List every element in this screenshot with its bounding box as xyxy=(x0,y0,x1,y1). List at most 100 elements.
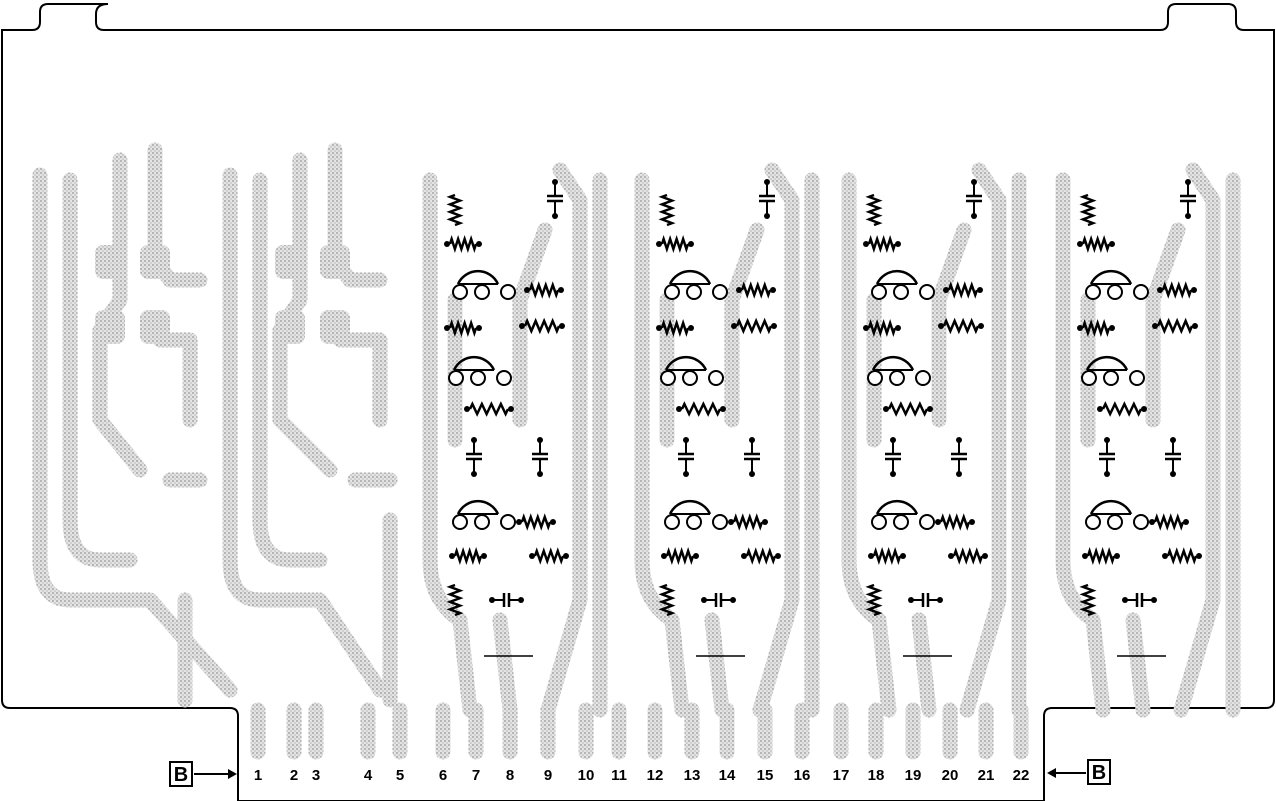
solder-pad xyxy=(524,287,530,293)
trace xyxy=(752,162,800,718)
resistor-symbol xyxy=(1156,317,1194,335)
solder-pad xyxy=(1152,323,1158,329)
solder-pad xyxy=(508,406,514,412)
solder-pad xyxy=(471,437,477,443)
transistor-pad xyxy=(712,514,728,530)
solder-pad xyxy=(444,325,450,331)
transistor-pad xyxy=(1081,370,1097,386)
solder-pad xyxy=(935,519,941,525)
transistor-outline xyxy=(668,269,712,285)
solder-pad xyxy=(464,406,470,412)
trace xyxy=(724,222,765,428)
connector-pin-12: 12 xyxy=(647,767,664,784)
solder-pad xyxy=(977,287,983,293)
solder-pad xyxy=(937,597,943,603)
transistor-pad xyxy=(470,370,486,386)
resistor-symbol xyxy=(1166,547,1198,565)
connector-marker-right-text: B xyxy=(1092,762,1106,784)
solder-pad xyxy=(969,519,975,525)
trace xyxy=(931,222,972,428)
pad xyxy=(275,245,305,279)
solder-pad xyxy=(741,553,747,559)
transistor-pad xyxy=(1107,514,1123,530)
solder-pad xyxy=(1077,325,1083,331)
connector-pin-18: 18 xyxy=(868,767,885,784)
transistor-pad xyxy=(867,370,883,386)
resistor-symbol xyxy=(453,546,483,566)
solder-pad xyxy=(720,406,726,412)
solder-pad xyxy=(775,553,781,559)
trace xyxy=(252,172,328,568)
connector-pin-15: 15 xyxy=(757,767,774,784)
resistor-symbol xyxy=(867,318,897,338)
trace xyxy=(1173,162,1221,718)
transistor-pad xyxy=(500,284,516,300)
resistor-symbol xyxy=(735,317,773,335)
transistor-pad xyxy=(893,284,909,300)
connector-pin-16: 16 xyxy=(794,767,811,784)
connector-marker-right xyxy=(1087,759,1111,785)
solder-pad xyxy=(688,325,694,331)
pad xyxy=(95,310,125,344)
pad xyxy=(275,310,305,344)
solder-pad xyxy=(764,213,770,219)
solder-pad xyxy=(518,597,524,603)
solder-pad xyxy=(731,323,737,329)
connector-pin-20: 20 xyxy=(942,767,959,784)
resistor-symbol xyxy=(680,401,722,417)
solder-pad xyxy=(764,179,770,185)
solder-pad xyxy=(1192,323,1198,329)
transistor-pad xyxy=(1133,284,1149,300)
solder-pad xyxy=(1162,553,1168,559)
solder-pad xyxy=(908,597,914,603)
trace xyxy=(62,172,138,568)
resistor-symbol xyxy=(448,234,478,254)
solder-pad xyxy=(749,437,755,443)
solder-pad xyxy=(749,471,755,477)
trace xyxy=(422,172,478,718)
solder-pad xyxy=(895,241,901,247)
transistor-pad xyxy=(871,284,887,300)
resistor-symbol xyxy=(1153,513,1185,531)
transistor-pad xyxy=(712,284,728,300)
transistor-pad xyxy=(871,514,887,530)
connector-marker-left xyxy=(169,761,193,787)
solder-pad xyxy=(1185,213,1191,219)
transistor-pad xyxy=(496,370,512,386)
solder-pad xyxy=(676,406,682,412)
solder-pad xyxy=(771,323,777,329)
trace xyxy=(222,167,388,698)
resistor-symbol xyxy=(660,318,690,338)
solder-pad xyxy=(1149,519,1155,525)
transistor-pad xyxy=(660,370,676,386)
component-symbols xyxy=(95,179,1202,657)
solder-pad xyxy=(943,287,949,293)
solder-pad xyxy=(550,519,556,525)
transistor-pad xyxy=(1103,370,1119,386)
trace xyxy=(841,172,897,718)
resistor-symbol xyxy=(523,317,561,335)
connector-pin-14: 14 xyxy=(719,767,736,784)
arrowhead-left-icon xyxy=(1047,768,1056,778)
solder-pad xyxy=(890,471,896,477)
solder-pad xyxy=(982,553,988,559)
arrowhead-right-icon xyxy=(228,769,237,779)
transistor-outline xyxy=(668,499,712,515)
solder-pad xyxy=(730,597,736,603)
solder-pad xyxy=(552,213,558,219)
connector-pin-8: 8 xyxy=(506,767,514,784)
transistor-pad xyxy=(708,370,724,386)
transistor-pad xyxy=(686,284,702,300)
solder-pad xyxy=(971,179,977,185)
resistor-symbol xyxy=(1086,546,1116,566)
solder-pad xyxy=(537,437,543,443)
resistor-symbol xyxy=(865,193,883,227)
solder-pad xyxy=(1077,241,1083,247)
transistor-pad xyxy=(889,370,905,386)
solder-pad xyxy=(863,241,869,247)
pad xyxy=(140,310,170,344)
trace xyxy=(959,162,1007,718)
resistor-symbol xyxy=(658,193,676,227)
resistor-symbol xyxy=(533,547,565,565)
solder-pad xyxy=(1104,437,1110,443)
